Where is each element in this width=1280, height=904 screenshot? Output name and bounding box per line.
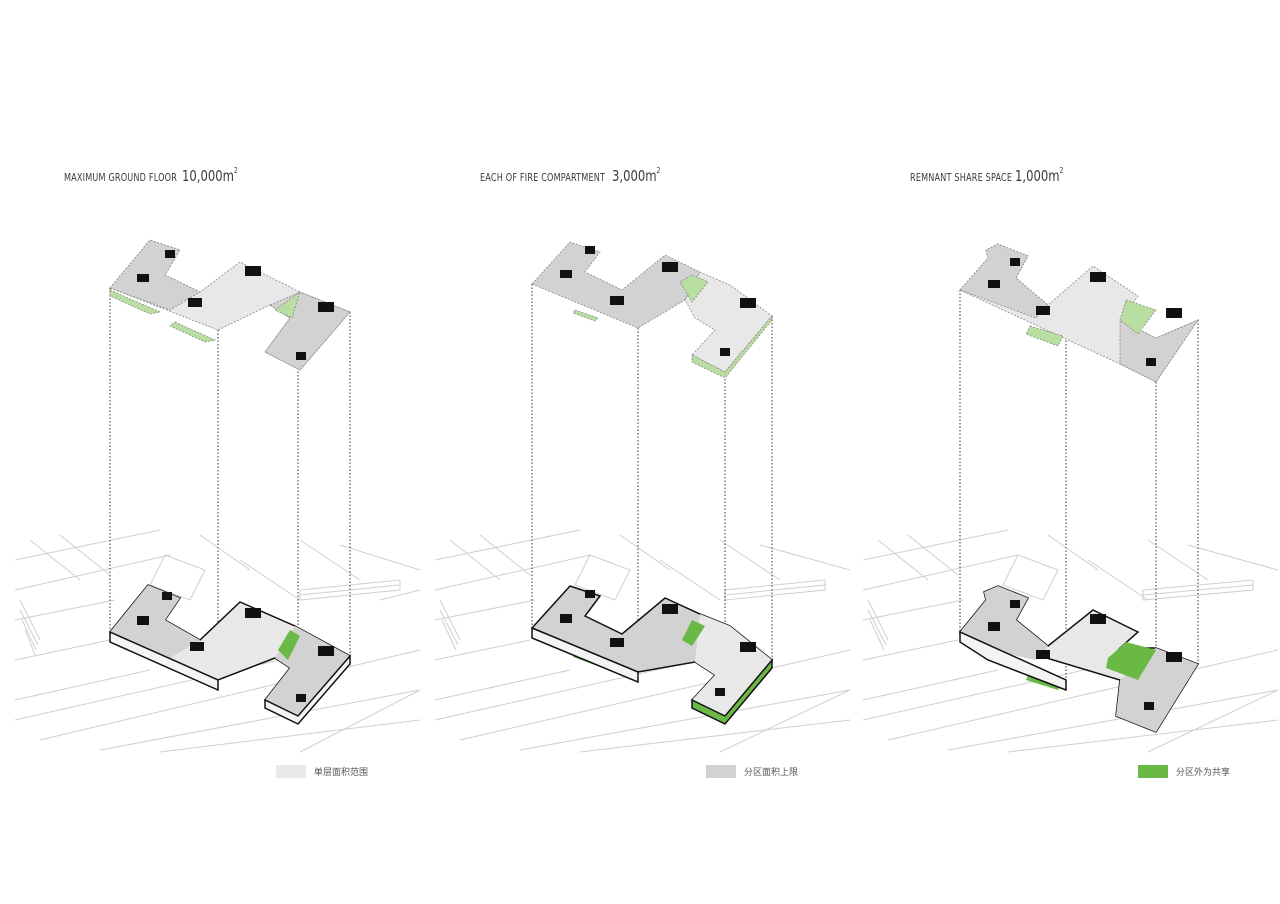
title-value: 1,000m2 xyxy=(1015,166,1064,185)
projection-lines xyxy=(959,290,1199,726)
stair-core-icon xyxy=(1010,258,1020,266)
panel-fire-compartment: EACH OF FIRE COMPARTMENT 3,000m2 分区面积上限 xyxy=(430,0,850,904)
ground-floor-plate xyxy=(530,585,774,725)
panel-title: EACH OF FIRE COMPARTMENT 3,000m2 xyxy=(480,166,669,185)
upper-floor-plate xyxy=(959,243,1200,383)
title-label: REMNANT SHARE SPACE xyxy=(910,172,1013,184)
projection-lines xyxy=(531,284,773,720)
title-value: 3,000m2 xyxy=(612,166,661,185)
axonometric-diagram-3 xyxy=(862,243,1278,753)
panel-remnant-share-space: REMNANT SHARE SPACE 1,000m2 分区外为共享 xyxy=(858,0,1278,904)
title-label: MAXIMUM GROUND FLOOR xyxy=(64,172,178,184)
ground-floor-plate xyxy=(108,584,352,725)
site-context xyxy=(434,529,850,753)
axonometric-diagram-2 xyxy=(434,241,850,753)
site-context xyxy=(862,529,1278,753)
upper-floor-plate xyxy=(109,239,351,371)
panel-title: REMNANT SHARE SPACE 1,000m2 xyxy=(910,166,1072,185)
legend: 分区外为共享 xyxy=(1138,765,1230,778)
axonometric-diagram-1 xyxy=(14,239,420,753)
legend: 分区面积上限 xyxy=(706,765,798,778)
legend-text: 单层面积范围 xyxy=(314,767,369,777)
title-label: EACH OF FIRE COMPARTMENT xyxy=(480,172,606,184)
stair-core-icon xyxy=(585,246,595,254)
legend-text: 分区外为共享 xyxy=(1176,767,1231,777)
panel-title: MAXIMUM GROUND FLOOR 10,000m2 xyxy=(64,166,247,185)
legend: 单层面积范围 xyxy=(276,765,368,778)
ground-floor-plate xyxy=(958,585,1200,733)
upper-floor-plate xyxy=(531,241,773,379)
legend-swatch xyxy=(276,765,306,778)
core-blocks xyxy=(137,250,334,702)
site-context xyxy=(14,529,420,753)
projection-lines xyxy=(109,288,351,716)
legend-swatch xyxy=(706,765,736,778)
core-blocks xyxy=(560,246,756,696)
legend-swatch xyxy=(1138,765,1168,778)
legend-text: 分区面积上限 xyxy=(744,767,799,777)
panel-maximum-ground-floor: MAXIMUM GROUND FLOOR 10,000m2 单层面积范围 xyxy=(0,0,420,904)
core-blocks xyxy=(988,258,1182,710)
stair-core-icon xyxy=(165,250,175,258)
title-value: 10,000m2 xyxy=(182,166,238,185)
